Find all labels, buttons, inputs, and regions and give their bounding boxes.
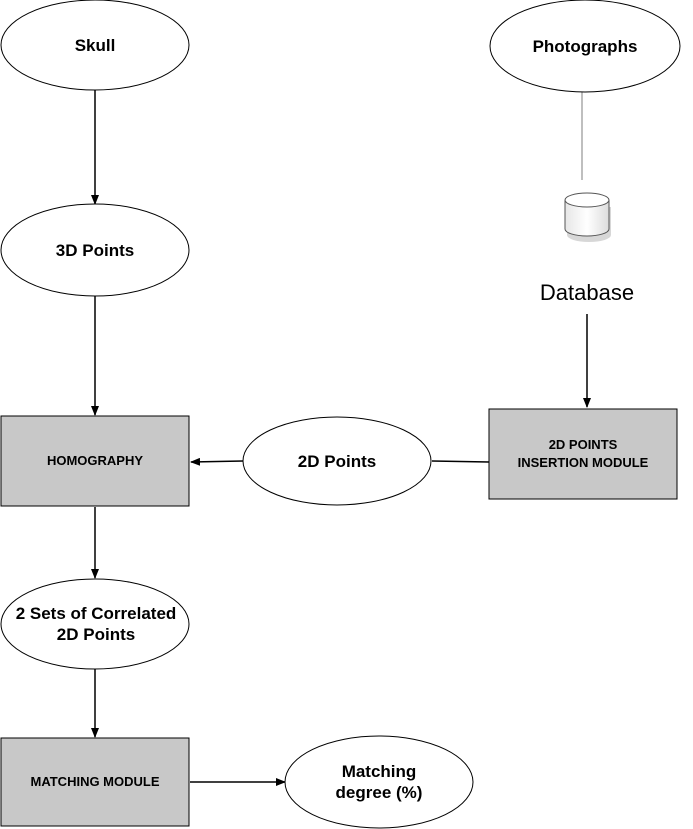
matching-module	[0, 737, 190, 827]
2d-points-label: 2D Points	[297, 451, 377, 471]
database-label: Database	[539, 280, 635, 305]
insertion-module-label: 2D POINTS INSERTION MODULE	[517, 437, 649, 470]
matching-degree-node	[284, 735, 474, 829]
skull-node	[0, 0, 190, 91]
line-insertion-to-2d-points	[431, 460, 490, 463]
matching-degree-label: Matching degree (%)	[335, 762, 423, 802]
3d-points-node	[0, 203, 190, 297]
3d-points-label: 3D Points	[55, 240, 135, 260]
correlated-points-node	[0, 578, 190, 670]
matching-module-label: MATCHING MODULE	[30, 774, 160, 789]
correlated-points-label: 2 Sets of Correlated 2D Points	[15, 604, 177, 644]
skull-label: Skull	[74, 35, 116, 55]
photographs-node	[489, 0, 681, 93]
homography-label: HOMOGRAPHY	[46, 453, 144, 468]
photographs-label: Photographs	[532, 36, 638, 56]
insertion-module	[488, 408, 678, 500]
2d-points-node	[242, 416, 432, 506]
homography-module	[0, 415, 190, 507]
arrow-2d-points-to-homography	[190, 457, 244, 466]
database-cylinder-icon	[564, 192, 611, 242]
